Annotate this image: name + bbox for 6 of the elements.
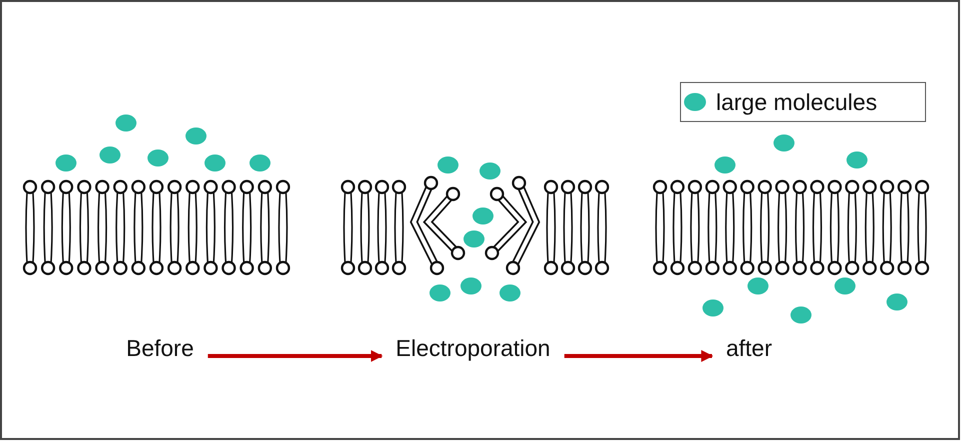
- stage-label: Electroporation: [382, 333, 564, 364]
- legend-label: large molecules: [716, 89, 878, 116]
- arrow: [564, 350, 714, 362]
- stage-label: Before: [112, 333, 208, 364]
- stage-label: after: [712, 333, 786, 364]
- arrow: [208, 350, 383, 362]
